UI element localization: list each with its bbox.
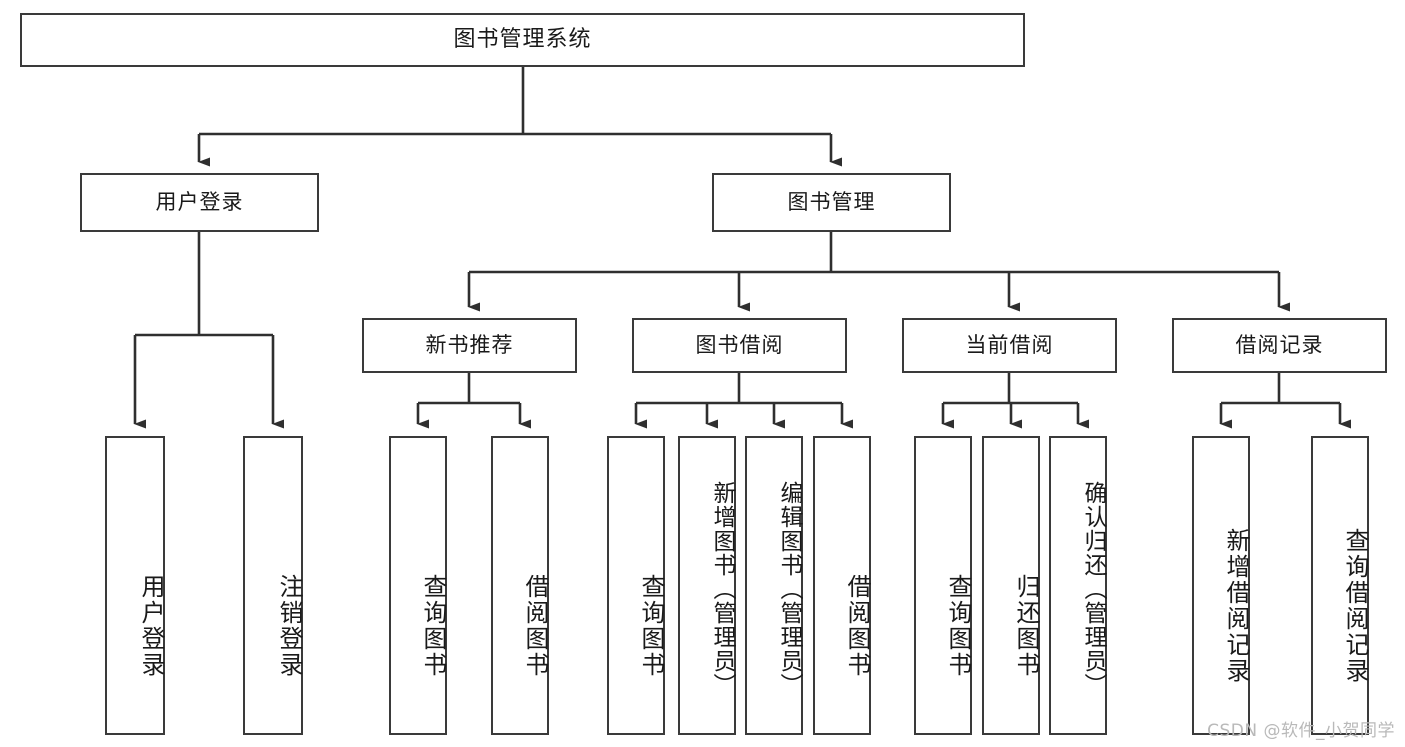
leaf-new-book-query-books[interactable]: 查询图书 (389, 436, 447, 735)
node-label: 图书借阅 (695, 332, 784, 357)
node-label: 当前借阅 (965, 332, 1054, 357)
node-label: 查询图书 (419, 573, 447, 678)
node-label: 新书推荐 (425, 332, 514, 357)
node-label: 用户登录 (155, 189, 244, 214)
node-label: 注销登录 (275, 573, 303, 678)
node-label: 新增图书（管理员） (709, 480, 735, 697)
node-label: 查询图书 (944, 573, 972, 678)
node-label: 用户登录 (137, 573, 165, 678)
node-root-book-management-system[interactable]: 图书管理系统 (20, 13, 1025, 67)
leaf-records-query-record[interactable]: 查询借阅记录 (1311, 436, 1369, 735)
node-label: 借阅图书 (521, 573, 549, 678)
leaf-borrow-borrow-books[interactable]: 借阅图书 (813, 436, 871, 735)
leaf-current-return-books[interactable]: 归还图书 (982, 436, 1040, 735)
node-label: 编辑图书（管理员） (776, 480, 802, 697)
leaf-borrow-edit-book-admin[interactable]: 编辑图书（管理员） (745, 436, 803, 735)
node-label: 归还图书 (1012, 573, 1040, 678)
node-book-borrowing[interactable]: 图书借阅 (632, 318, 847, 373)
node-label: 查询借阅记录 (1341, 527, 1369, 684)
leaf-borrow-query-books[interactable]: 查询图书 (607, 436, 665, 735)
leaf-records-add-record[interactable]: 新增借阅记录 (1192, 436, 1250, 735)
node-current-borrowing[interactable]: 当前借阅 (902, 318, 1117, 373)
node-borrow-records[interactable]: 借阅记录 (1172, 318, 1387, 373)
node-new-book-recommendation[interactable]: 新书推荐 (362, 318, 577, 373)
node-label: 图书管理 (787, 189, 876, 214)
node-book-management[interactable]: 图书管理 (712, 173, 951, 232)
node-label: 图书管理系统 (453, 26, 592, 52)
leaf-user-login-logout[interactable]: 注销登录 (243, 436, 303, 735)
node-label: 确认归还（管理员） (1080, 480, 1106, 697)
leaf-current-confirm-return-admin[interactable]: 确认归还（管理员） (1049, 436, 1107, 735)
node-label: 借阅图书 (843, 573, 871, 678)
node-label: 查询图书 (637, 573, 665, 678)
csdn-watermark: CSDN @软件_小贺同学 (1207, 721, 1395, 741)
leaf-new-book-borrow-books[interactable]: 借阅图书 (491, 436, 549, 735)
node-label: 借阅记录 (1235, 332, 1324, 357)
leaf-user-login-login[interactable]: 用户登录 (105, 436, 165, 735)
leaf-borrow-add-book-admin[interactable]: 新增图书（管理员） (678, 436, 736, 735)
node-label: 新增借阅记录 (1222, 527, 1250, 684)
node-user-login[interactable]: 用户登录 (80, 173, 319, 232)
leaf-current-query-books[interactable]: 查询图书 (914, 436, 972, 735)
